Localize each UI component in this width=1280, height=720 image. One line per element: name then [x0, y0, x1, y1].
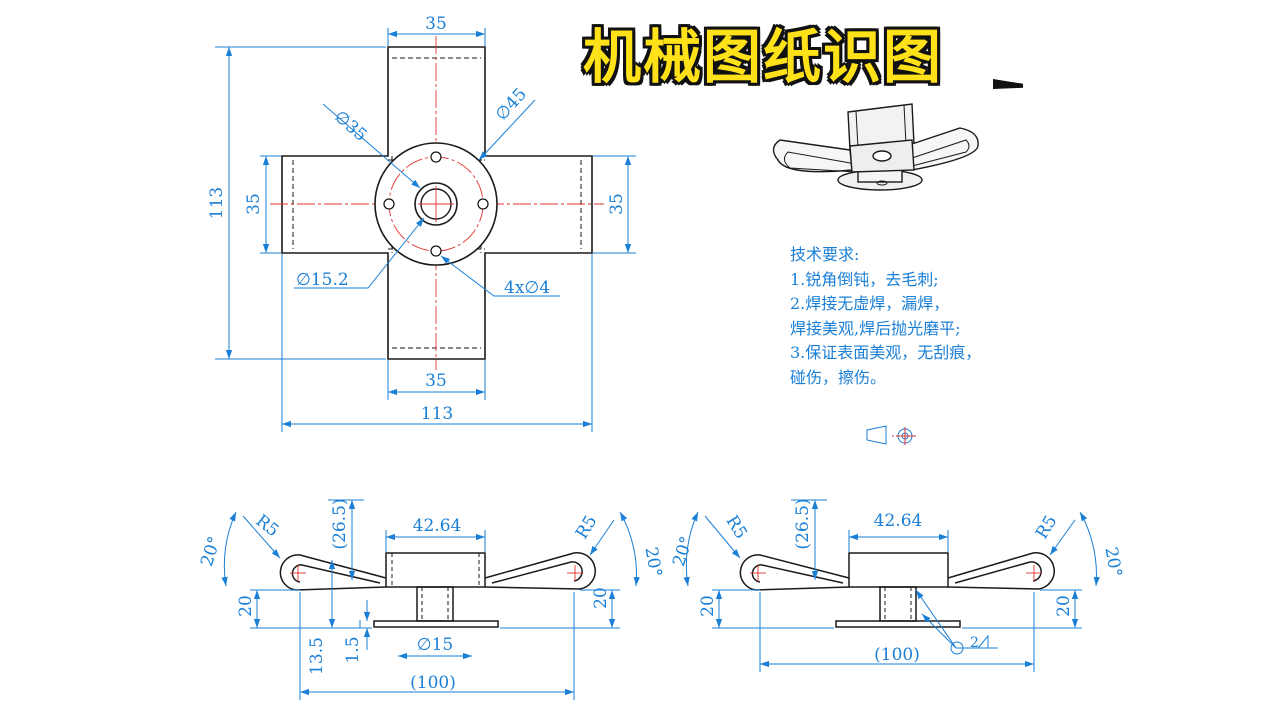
front-hidden-lines: [391, 553, 480, 621]
left-arm-dimension: 35: [244, 193, 264, 215]
side-center-marks: [750, 565, 1042, 581]
tech-line-2: 2.焊接无虚焊，漏焊，: [790, 294, 950, 313]
holes-dimension: 4x∅4: [504, 278, 550, 298]
front-1-5: 1.5: [343, 636, 363, 663]
front-height-26-5: (26.5): [330, 498, 350, 549]
isometric-preview: [772, 103, 979, 191]
front-view: R5 R5 20° 20° (26.5) 42.64 20 20 13.5 1.…: [197, 498, 665, 700]
front-angle-right: 20°: [640, 546, 665, 579]
top-width-dimension: 35: [425, 14, 447, 34]
front-r5-left: R5: [252, 511, 283, 541]
weld-size: 2: [970, 635, 979, 651]
side-dimension-lines: [683, 499, 1100, 672]
right-arm-dimension: 35: [607, 193, 627, 215]
page-title: 机械图纸识图: [583, 23, 944, 91]
bottom-width-dimension: 35: [425, 371, 447, 391]
front-13-5: 13.5: [307, 637, 327, 675]
tech-line-5: 碰伤，擦伤。: [790, 367, 887, 387]
tech-line-4: 3.保证表面美观，无刮痕，: [790, 343, 982, 362]
tech-heading: 技术要求:: [790, 245, 860, 264]
projection-symbol: [866, 425, 916, 445]
side-width-100: (100): [874, 645, 920, 665]
front-dimension-lines: [221, 499, 640, 700]
front-20-right: 20: [591, 587, 611, 609]
bore-crosshair: [418, 186, 454, 222]
front-r5-right: R5: [572, 512, 601, 543]
tech-line-1: 1.锐角倒钝，去毛刺;: [790, 269, 939, 289]
title-pointer: [993, 79, 1023, 89]
overall-height-dimension: 113: [207, 187, 227, 219]
side-angle-right: 20°: [1100, 546, 1125, 579]
front-width-42-64: 42.64: [413, 516, 462, 536]
front-20-left: 20: [236, 595, 256, 617]
title-banner: 机械图纸识图: [573, 17, 1023, 97]
phi15-2-dimension: ∅15.2: [296, 270, 349, 290]
side-r5-right: R5: [1032, 512, 1061, 543]
side-hidden-lines: [884, 587, 912, 621]
phi45-dimension: ∅45: [492, 84, 531, 124]
top-view-dimension-lines: [215, 28, 636, 432]
front-width-100: (100): [410, 673, 456, 693]
side-20-right: 20: [1054, 595, 1074, 617]
side-width-42-64: 42.64: [874, 511, 923, 531]
overall-width-dimension: 113: [421, 404, 453, 424]
side-height-26-5: (26.5): [793, 498, 813, 549]
front-view-part: [279, 552, 596, 628]
side-angle-left: 20°: [669, 534, 697, 569]
front-phi15: ∅15: [417, 635, 453, 655]
technical-requirements: 技术要求: 1.锐角倒钝，去毛刺; 2.焊接无虚焊，漏焊， 焊接美观,焊后抛光磨…: [790, 243, 981, 390]
front-angle-left: 20°: [197, 534, 225, 569]
front-center-marks: [290, 565, 583, 581]
hub-outer: [414, 182, 458, 226]
bolt-holes: [383, 151, 489, 257]
side-r5-left: R5: [722, 512, 751, 543]
side-view: R5 R5 20° 20° (26.5) 42.64 20 20 (100) 2: [669, 498, 1125, 672]
side-view-part: [739, 552, 1055, 628]
tech-line-3: 焊接美观,焊后抛光磨平;: [790, 318, 961, 338]
top-view: 35 ∅35 ∅45 113 35 35 ∅15.2 4x∅4 35 113: [207, 14, 636, 432]
side-20-left: 20: [698, 595, 718, 617]
